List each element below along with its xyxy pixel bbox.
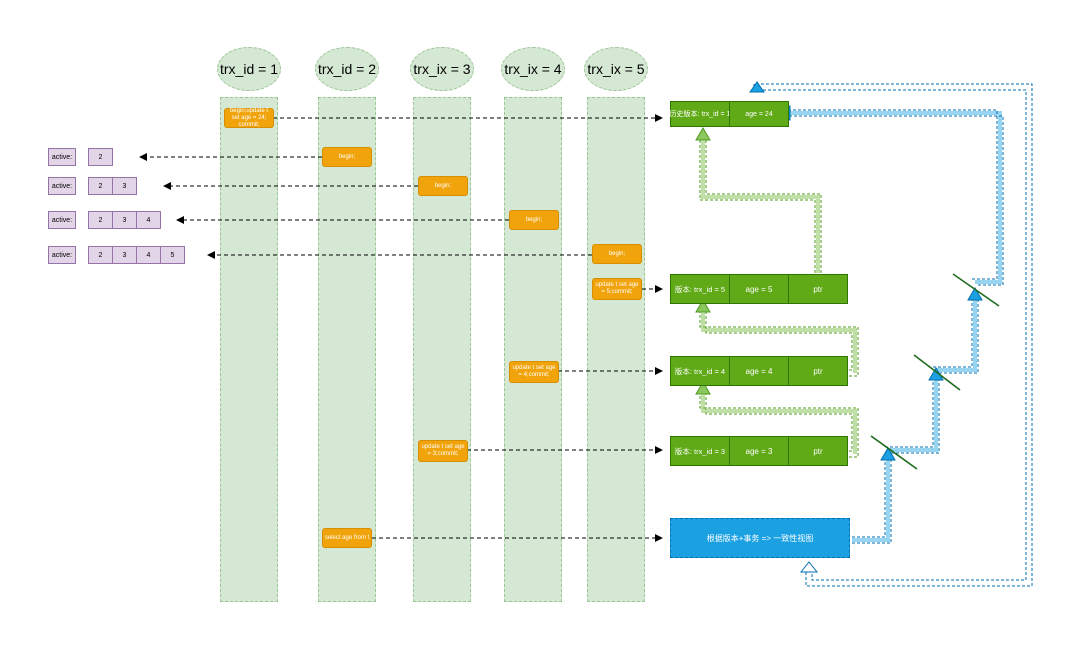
active-id: 3 bbox=[112, 211, 137, 229]
strike-line-trx4 bbox=[913, 354, 961, 391]
lane-header-trx-2: trx_id = 2 bbox=[315, 47, 379, 91]
lane-trx-2 bbox=[318, 97, 376, 602]
op-trx5-begin: begin; bbox=[592, 244, 642, 264]
view-return-arrowhead bbox=[799, 561, 819, 573]
op-trx4-update: update t set age = 4;commit; bbox=[509, 361, 559, 383]
record-label: 版本: trx_id = 4 bbox=[670, 356, 730, 386]
active-list-3: 2 3 4 bbox=[88, 211, 161, 229]
op-trx4-begin: begin; bbox=[509, 210, 559, 230]
active-id: 5 bbox=[160, 246, 185, 264]
record-ptr: ptr bbox=[788, 274, 848, 304]
record-label: 版本: trx_id = 3 bbox=[670, 436, 730, 466]
record-version-trx3: 版本: trx_id = 3 age = 3 ptr bbox=[670, 436, 848, 466]
lane-header-trx-4: trx_ix = 4 bbox=[501, 47, 565, 91]
strike-line-trx5 bbox=[952, 273, 1000, 307]
lane-trx-4 bbox=[504, 97, 562, 602]
lane-header-trx-3: trx_ix = 3 bbox=[410, 47, 474, 91]
active-id: 2 bbox=[88, 246, 113, 264]
strike-line-trx3 bbox=[870, 435, 918, 470]
active-label-4: active: bbox=[48, 246, 76, 264]
op-trx5-update: update t set age = 5;commit; bbox=[592, 278, 642, 300]
record-label: 历史版本: trx_id = 1 bbox=[670, 101, 730, 127]
active-id: 2 bbox=[88, 211, 113, 229]
record-version-trx5: 版本: trx_id = 5 age = 5 ptr bbox=[670, 274, 848, 304]
record-value: age = 4 bbox=[729, 356, 789, 386]
op-trx3-update: update t set age = 3;commit; bbox=[418, 440, 468, 462]
lane-trx-1 bbox=[220, 97, 278, 602]
consistent-read-view: 根据版本+事务 => 一致性视图 bbox=[670, 518, 850, 558]
lane-header-trx-5: trx_ix = 5 bbox=[584, 47, 648, 91]
active-id: 3 bbox=[112, 246, 137, 264]
active-id: 4 bbox=[136, 246, 161, 264]
active-id: 2 bbox=[88, 148, 113, 166]
record-ptr: ptr bbox=[788, 436, 848, 466]
active-list-1: 2 bbox=[88, 148, 113, 166]
record-ptr: ptr bbox=[788, 356, 848, 386]
active-label-2: active: bbox=[48, 177, 76, 195]
op-trx2-select: select age from t bbox=[322, 528, 372, 548]
record-version-trx4: 版本: trx_id = 4 age = 4 ptr bbox=[670, 356, 848, 386]
lane-header-trx-1: trx_id = 1 bbox=[217, 47, 281, 91]
active-label-3: active: bbox=[48, 211, 76, 229]
active-label-1: active: bbox=[48, 148, 76, 166]
op-trx2-begin: begin; bbox=[322, 147, 372, 167]
active-id: 2 bbox=[88, 177, 113, 195]
version-chain-arrowheads bbox=[695, 127, 711, 395]
record-value: age = 5 bbox=[729, 274, 789, 304]
visibility-check-arrows bbox=[753, 83, 1033, 587]
active-id: 3 bbox=[112, 177, 137, 195]
active-id: 4 bbox=[136, 211, 161, 229]
op-trx3-begin: begin; bbox=[418, 176, 468, 196]
record-label: 版本: trx_id = 5 bbox=[670, 274, 730, 304]
version-chain-arrows bbox=[699, 140, 859, 458]
record-history-trx1: 历史版本: trx_id = 1 age = 24 bbox=[670, 101, 789, 127]
record-value: age = 3 bbox=[729, 436, 789, 466]
op-trx1-update: begin;update t set age = 24; commit; bbox=[224, 108, 274, 128]
lane-trx-5 bbox=[587, 97, 645, 602]
visibility-arrowheads bbox=[749, 81, 983, 461]
active-list-2: 2 3 bbox=[88, 177, 137, 195]
active-list-4: 2 3 4 5 bbox=[88, 246, 185, 264]
record-value: age = 24 bbox=[729, 101, 789, 127]
